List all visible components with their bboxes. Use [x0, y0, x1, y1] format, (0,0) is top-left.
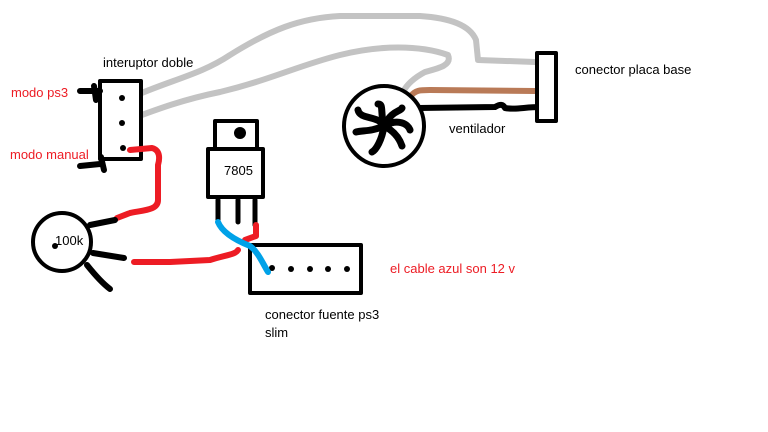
fan-label: ventilador [449, 121, 506, 136]
psu-pins [269, 265, 350, 272]
switch-pin [120, 145, 126, 151]
switch-body [98, 79, 143, 161]
regulator-legs [215, 197, 258, 228]
regulator-hole [234, 127, 246, 139]
pot-leads [84, 217, 127, 292]
switch-pin [119, 120, 125, 126]
pot-value-label: 100k [55, 233, 84, 248]
gray-wire-2 [120, 44, 452, 125]
red-wire-regulator [242, 222, 259, 243]
motherboard-connector [535, 51, 558, 123]
black-wire-fan [415, 101, 543, 112]
switch-lead-bottom [77, 154, 107, 173]
psu-connector-label: conector fuente ps3 [265, 307, 380, 322]
switch-label: interuptor doble [103, 55, 194, 70]
switch-lead-top [77, 83, 103, 103]
motherboard-connector-label: conector placa base [575, 62, 692, 77]
regulator-label: 7805 [224, 163, 253, 178]
mode-manual-label: modo manual [10, 147, 89, 162]
brown-wire [407, 87, 538, 100]
pot-dot [52, 243, 58, 249]
switch-pin [119, 95, 125, 101]
potentiometer [31, 211, 93, 273]
regulator-body [206, 147, 265, 199]
fan-blades-icon [352, 100, 414, 156]
blue-wire [215, 219, 271, 275]
red-wire-switch-pot [114, 145, 163, 221]
mode-ps3-label: modo ps3 [11, 85, 69, 100]
psu-connector-label-2: slim [265, 325, 289, 340]
red-wire-pot-regulator [131, 247, 241, 265]
gray-wire-1 [127, 13, 538, 101]
blue-wire-note: el cable azul son 12 v [390, 261, 516, 276]
